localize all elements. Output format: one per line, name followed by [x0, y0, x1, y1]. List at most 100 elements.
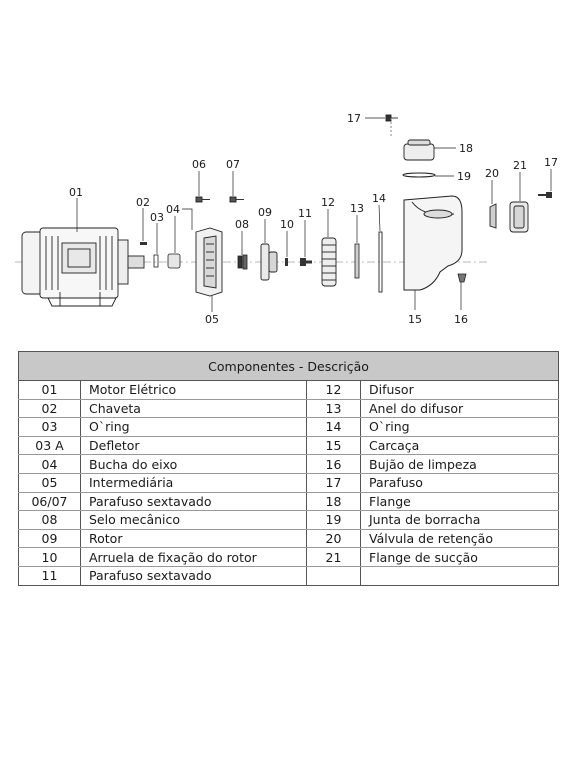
callout-09: 09: [258, 206, 272, 219]
part-description-right: Difusor: [359, 380, 560, 400]
part-description-right: Anel do difusor: [359, 399, 560, 419]
part-description-left: Selo mecânico: [80, 510, 307, 530]
part-12-diffuser: [321, 237, 337, 287]
part-code-left: 03: [18, 417, 81, 437]
part-description-left: Intermediária: [80, 473, 307, 493]
part-02-key: [140, 242, 147, 245]
callout-07: 07: [226, 158, 240, 171]
part-16-drain-plug: [457, 273, 467, 283]
part-description-right: Flange de sucção: [359, 547, 560, 567]
part-description-right: Bujão de limpeza: [359, 454, 560, 474]
callout-03: 03: [150, 211, 164, 224]
part-19-rubber-gasket: [402, 172, 436, 178]
table-header-row: Componentes - Descrição: [17, 351, 560, 381]
part-05-intermediate: [195, 227, 223, 297]
part-10-rotor-washer: [285, 258, 288, 266]
part-code-left: 10: [18, 547, 81, 567]
callout-17-top: 17: [347, 112, 361, 125]
callout-15: 15: [408, 313, 422, 326]
part-14-oring: [378, 231, 383, 293]
part-code-left: 09: [18, 529, 81, 549]
part-code-left: 08: [18, 510, 81, 530]
part-13-diffuser-ring: [354, 243, 360, 279]
part-21-suction-flange: [509, 201, 529, 233]
part-code-left: 11: [18, 566, 81, 586]
part-code-right: 12: [306, 380, 361, 400]
callout-21: 21: [513, 159, 527, 172]
callout-13: 13: [350, 202, 364, 215]
callout-06: 06: [192, 158, 206, 171]
part-03-oring: [153, 254, 159, 268]
part-description-right: Parafuso: [359, 473, 560, 493]
callout-02: 02: [136, 196, 150, 209]
callout-11: 11: [298, 207, 312, 220]
part-description-right: Junta de borracha: [359, 510, 560, 530]
part-description-left: Bucha do eixo: [80, 454, 307, 474]
part-09-rotor: [260, 243, 278, 281]
part-18-flange: [403, 139, 435, 161]
part-description-left: O`ring: [80, 417, 307, 437]
part-description-left: Defletor: [80, 436, 307, 456]
callout-17-right: 17: [544, 156, 558, 169]
part-description-right: Carcaça: [359, 436, 560, 456]
callout-14: 14: [372, 192, 386, 205]
callout-10: 10: [280, 218, 294, 231]
part-code-right: 21: [306, 547, 361, 567]
part-code-right: [306, 566, 361, 586]
part-code-right: 13: [306, 399, 361, 419]
callout-18: 18: [459, 142, 473, 155]
callout-05: 05: [205, 313, 219, 326]
part-code-right: 19: [306, 510, 361, 530]
part-description-right: Válvula de retenção: [359, 529, 560, 549]
part-code-right: 17: [306, 473, 361, 493]
part-code-left: 04: [18, 454, 81, 474]
part-code-left: 01: [18, 380, 81, 400]
part-code-right: 14: [306, 417, 361, 437]
part-17-screw-top: [385, 114, 398, 138]
part-06-hex-screw: [195, 196, 210, 203]
part-description-left: Rotor: [80, 529, 307, 549]
callout-20: 20: [485, 167, 499, 180]
part-07-hex-screw: [229, 196, 244, 203]
part-code-left: 05: [18, 473, 81, 493]
callout-19: 19: [457, 170, 471, 183]
part-code-left: 02: [18, 399, 81, 419]
part-20-check-valve: [489, 203, 497, 229]
exploded-pump-diagram: 01 02 03 04 05 06 07 08 09 10 11 12 13 1…: [15, 112, 558, 326]
callout-04: 04: [166, 203, 180, 216]
part-04-shaft-sleeve: [167, 253, 181, 269]
part-code-right: 20: [306, 529, 361, 549]
part-15-casing: [403, 195, 463, 291]
part-description-left: Arruela de fixação do rotor: [80, 547, 307, 567]
part-description-left: Motor Elétrico: [80, 380, 307, 400]
callout-leader-lines: [76, 117, 552, 312]
part-01-electric-motor: [21, 227, 145, 307]
callout-08: 08: [235, 218, 249, 231]
part-description-left: Parafuso sextavado: [80, 492, 307, 512]
part-code-right: 16: [306, 454, 361, 474]
part-code-left: 03 A: [18, 436, 81, 456]
part-description-right: [359, 566, 560, 586]
part-description-right: Flange: [359, 492, 560, 512]
part-description-left: Chaveta: [80, 399, 307, 419]
part-code-left: 06/07: [18, 492, 81, 512]
part-code-right: 15: [306, 436, 361, 456]
part-08-mechanical-seal: [237, 254, 248, 270]
part-description-left: Parafuso sextavado: [80, 566, 307, 586]
callout-16: 16: [454, 313, 468, 326]
callout-01: 01: [69, 186, 83, 199]
part-code-right: 18: [306, 492, 361, 512]
